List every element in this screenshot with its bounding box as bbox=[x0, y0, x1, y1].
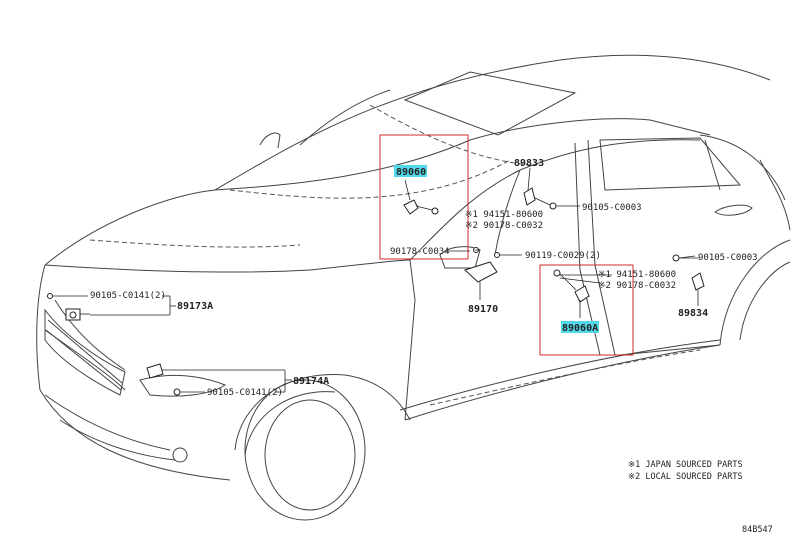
callout-box-89060 bbox=[379, 134, 469, 260]
label-89170[interactable]: 89170 bbox=[468, 304, 498, 315]
label-90105-c0141-a[interactable]: 90105-C0141(2) bbox=[90, 291, 166, 301]
bracket-89170[interactable] bbox=[464, 247, 500, 301]
label-89060a[interactable]: 89060A bbox=[562, 323, 598, 334]
bracket-89174a[interactable] bbox=[146, 363, 205, 396]
label-90105-c0141-b[interactable]: 90105-C0141(2) bbox=[207, 388, 283, 398]
label-90119[interactable]: 90119-C0029(2) bbox=[525, 251, 601, 261]
sensor-89060[interactable] bbox=[403, 179, 439, 215]
leader-lines bbox=[52, 250, 700, 393]
label-94151-b[interactable]: ※1 94151-80600 bbox=[598, 270, 676, 280]
callout-box-89060a bbox=[539, 264, 634, 356]
note-japan-sourced: ※1 JAPAN SOURCED PARTS bbox=[628, 460, 743, 470]
label-90178-c0034[interactable]: 90178-C0034 bbox=[390, 247, 450, 257]
label-89173a[interactable]: 89173A bbox=[177, 301, 213, 312]
bracket-89834[interactable] bbox=[672, 254, 705, 306]
label-94151-a[interactable]: ※1 94151-80600 bbox=[465, 210, 543, 220]
label-90105-c0003-a[interactable]: 90105-C0003 bbox=[582, 203, 642, 213]
diagram-id: 84B547 bbox=[742, 525, 773, 535]
bracket-89833[interactable] bbox=[523, 167, 580, 210]
highlight-89060 bbox=[394, 165, 427, 177]
note-local-sourced: ※2 LOCAL SOURCED PARTS bbox=[628, 472, 743, 482]
label-89834[interactable]: 89834 bbox=[678, 308, 708, 319]
bracket-89173a[interactable] bbox=[47, 293, 91, 321]
label-89174a[interactable]: 89174A bbox=[293, 376, 329, 387]
label-90105-c0003-b[interactable]: 90105-C0003 bbox=[698, 253, 758, 263]
sensor-89060a[interactable] bbox=[553, 269, 590, 318]
car-outline bbox=[36, 54, 791, 521]
grille bbox=[44, 308, 126, 396]
sunroof bbox=[403, 71, 577, 136]
label-90178-b[interactable]: ※2 90178-C0032 bbox=[598, 281, 676, 291]
label-89833[interactable]: 89833 bbox=[514, 158, 544, 169]
highlight-89060a bbox=[561, 321, 599, 333]
label-89060[interactable]: 89060 bbox=[396, 167, 426, 178]
label-90178-a[interactable]: ※2 90178-C0032 bbox=[465, 221, 543, 231]
